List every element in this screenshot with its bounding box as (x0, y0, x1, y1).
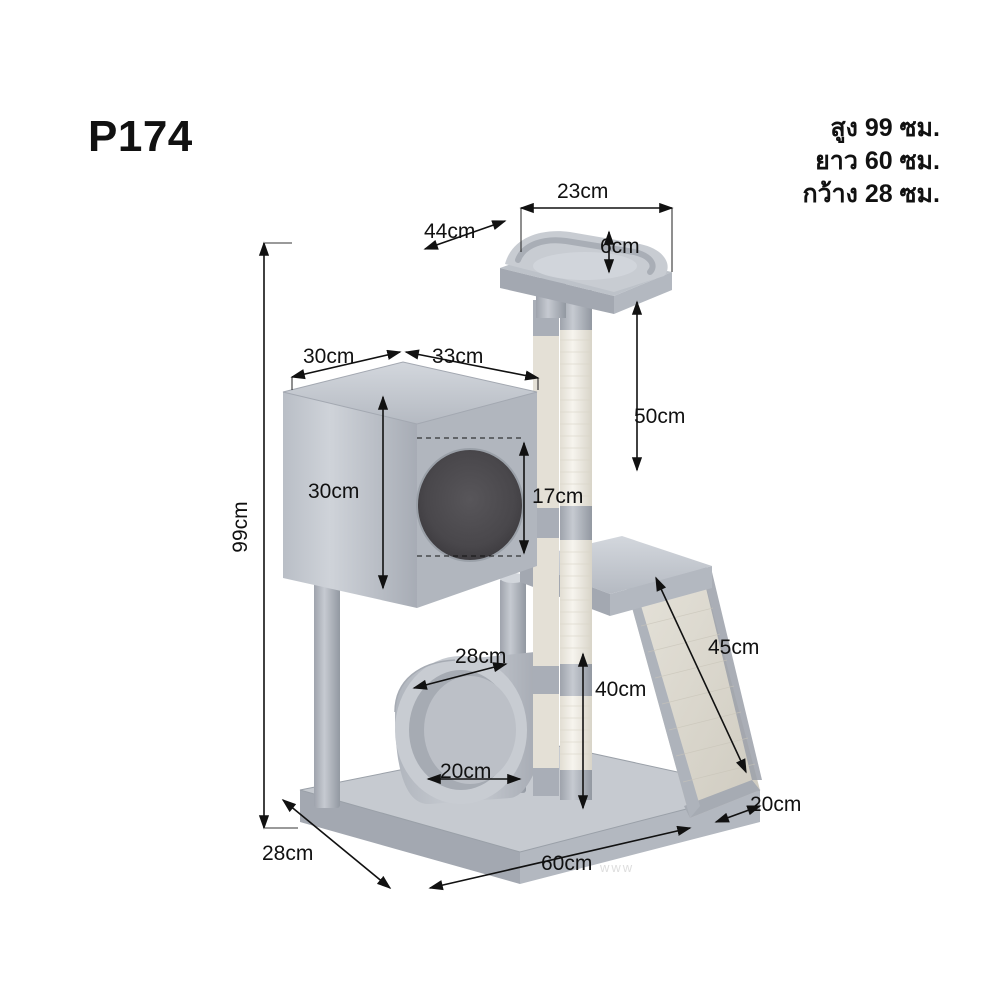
dim-label-house-height: 30cm (308, 480, 360, 503)
spec-value-width: 28 (864, 180, 893, 208)
spec-label-height: สูง (830, 114, 858, 142)
spec-label-width: กว้าง (802, 180, 858, 208)
spec-value-height: 99 (864, 114, 893, 142)
spec-summary: สูง 99 ซม. ยาว 60 ซม. กว้าง 28 ซม. (802, 112, 940, 211)
cat-tunnel (394, 651, 552, 805)
dim-label-tunnel-length: 28cm (455, 645, 507, 668)
dim-label-post-lower: 40cm (595, 678, 647, 701)
dim-label-top-perch-thickness: 6cm (600, 235, 640, 258)
spec-unit-height: ซม. (899, 114, 940, 142)
dim-label-base-depth: 28cm (262, 842, 314, 865)
dim-label-post-upper: 50cm (634, 405, 686, 428)
page-title: P174 (88, 112, 193, 161)
dim-label-top-perch-width: 23cm (557, 180, 609, 203)
dim-label-tunnel-diameter: 20cm (440, 760, 492, 783)
spec-value-length: 60 (864, 147, 893, 175)
dim-label-house-hole: 17cm (532, 485, 584, 508)
spec-unit-width: ซม. (899, 180, 940, 208)
spec-line-height: สูง 99 ซม. (802, 112, 940, 145)
dim-label-overall-height: 99cm (229, 501, 252, 553)
watermark: www (600, 860, 635, 875)
spec-line-length: ยาว 60 ซม. (802, 145, 940, 178)
dim-label-ramp-width: 20cm (750, 793, 802, 816)
dim-label-top-perch-depth: 44cm (424, 220, 476, 243)
top-perch (500, 231, 672, 314)
dim-label-house-depth: 30cm (303, 345, 355, 368)
dim-label-house-width: 33cm (432, 345, 484, 368)
sisal-post-second (533, 300, 559, 796)
spec-unit-length: ซม. (899, 147, 940, 175)
dim-label-base-width: 60cm (541, 852, 593, 875)
dim-label-ramp-length: 45cm (708, 636, 760, 659)
spec-line-width: กว้าง 28 ซม. (802, 178, 940, 211)
spec-label-length: ยาว (815, 147, 858, 175)
